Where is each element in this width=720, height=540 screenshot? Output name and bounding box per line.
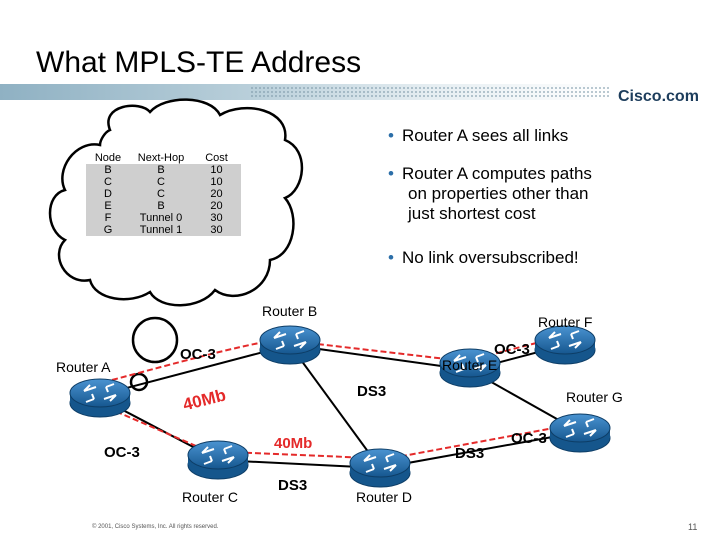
routing-table: Node Next-Hop Cost B B 10 C C 10 D C 20 … [86,152,241,236]
tunnel-path-d-g [391,424,571,459]
tunnel-path-b-e [299,341,456,361]
table-header-row: Node Next-Hop Cost [86,152,241,164]
router-f-icon [534,325,596,365]
link-label-b-d: DS3 [357,383,387,400]
table-cell: D [104,188,112,200]
table-row: C C 10 [86,176,241,188]
table-header-node: Node [94,152,122,164]
bullet-text: Router A sees all links [401,126,569,145]
link-d-g [379,431,581,469]
link-b-d [289,344,381,469]
table-cell: 10 [210,176,223,188]
table-cell: G [103,224,113,236]
tunnel-path-c-d [227,451,371,459]
bullet-dot-icon: • [388,126,394,145]
table-cell: 10 [210,164,223,176]
bullet-text: No link oversubscribed! [401,248,579,267]
table-row: F Tunnel 0 30 [86,212,241,224]
table-row: E B 20 [86,200,241,212]
table-cell: F [104,212,112,224]
table-cell: C [157,176,165,188]
table-cell: 20 [210,200,223,212]
link-label-e-g: DS3 [455,445,485,462]
link-label-a-b: OC-3 [180,346,216,363]
table-cell: C [157,188,165,200]
router-d-label: Router D [356,489,413,505]
table-cell: 30 [210,212,223,224]
table-row: G Tunnel 1 30 [86,224,241,236]
table-cell: Tunnel 0 [139,212,183,224]
bullet-computes-paths: • Router A computes paths on properties o… [388,164,688,224]
bullet-dot-icon: • [388,248,394,267]
title-bar-pattern [250,86,610,98]
link-label-a-c: OC-3 [104,444,140,461]
table-cell: C [104,176,112,188]
router-b-label: Router B [262,303,318,319]
cisco-logo: Cisco.com [618,88,699,105]
bullet-dot-icon: • [388,164,394,183]
router-e-label: Router E [442,357,498,373]
link-label-c-d: DS3 [278,477,308,494]
table-cell: E [104,200,112,212]
table-header-next-hop: Next-Hop [137,152,185,164]
router-c-label: Router C [182,489,239,505]
copyright-footer: © 2001, Cisco Systems, Inc. All rights r… [92,524,219,530]
link-label-e-f: OC-3 [494,341,530,358]
router-a-icon [69,378,131,418]
tunnel-path-a-c [107,407,211,453]
router-d-icon [349,448,411,488]
page-title: What MPLS-TE Address [36,46,362,79]
table-header-cost: Cost [205,152,228,164]
link-label-g-d: OC-3 [511,430,547,447]
table-row: B B 10 [86,164,241,176]
page-number: 11 [688,522,698,532]
router-c-icon [187,440,249,480]
link-a-b [99,344,291,396]
tunnel-path-a-b [111,339,276,381]
bullet-text: Router A computes paths [401,164,592,183]
table-cell: 30 [210,224,223,236]
router-b-icon [259,325,321,365]
bullet-no-oversubscribed: • No link oversubscribed! [388,248,579,268]
bullet-text-line2: on properties other than [408,184,589,203]
table-cell: 20 [210,188,223,200]
table-cell: B [104,164,112,176]
table-cell: Tunnel 1 [139,224,183,236]
router-g-icon [549,413,611,453]
bullet-text-line3: just shortest cost [408,204,536,223]
router-a-label: Router A [56,359,111,375]
table-cell: B [157,164,165,176]
table-cell: B [157,200,165,212]
flow-label-c-d: 40Mb [274,435,313,452]
bullet-sees-links: • Router A sees all links [388,126,568,146]
router-f-label: Router F [538,314,593,330]
table-row: D C 20 [86,188,241,200]
router-g-label: Router G [566,389,623,405]
